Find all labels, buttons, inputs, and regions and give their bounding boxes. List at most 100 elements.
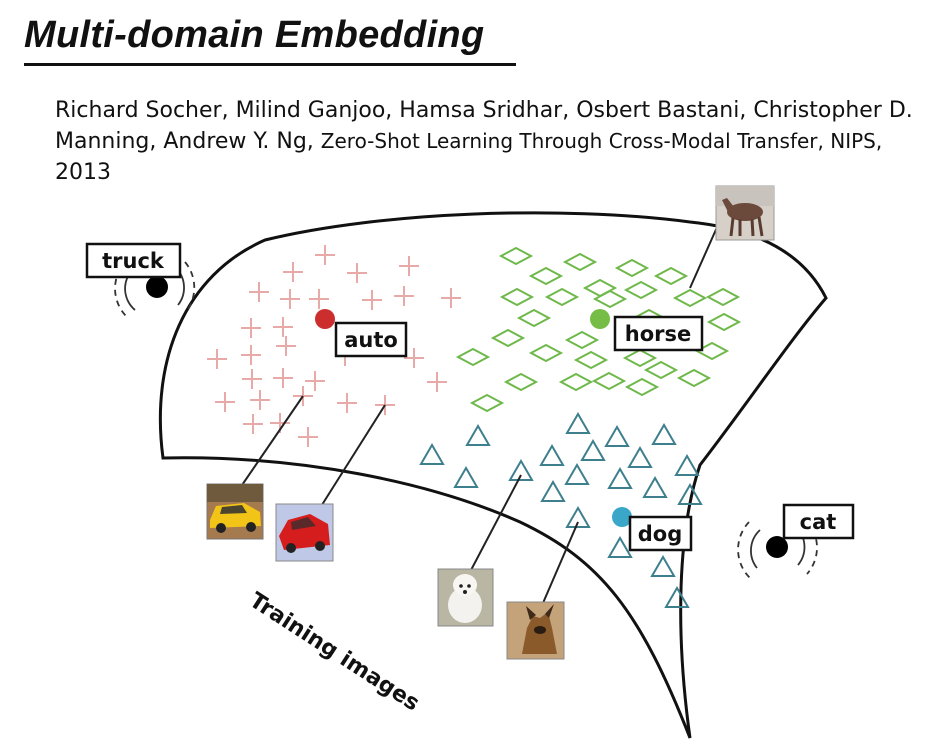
- auto-class-points: [207, 245, 461, 447]
- dog-class-dot: [612, 507, 632, 527]
- auto-plus-marker: [347, 263, 367, 283]
- horse-training-image: [715, 185, 775, 241]
- horse-diamond-marker: [614, 258, 650, 278]
- horse-diamond-marker: [490, 328, 526, 348]
- dog-triangle-marker: [565, 412, 591, 434]
- auto-plus-marker: [305, 371, 325, 391]
- citation-paper: Zero-Shot Learning Through Cross-Modal T…: [320, 129, 883, 153]
- auto-class-dot: [315, 309, 335, 329]
- citation-year: 2013: [55, 160, 111, 185]
- horse-diamond-marker: [705, 287, 741, 307]
- label-box: [628, 515, 693, 552]
- dog-triangle-marker: [539, 444, 565, 466]
- brown-dog-training-image: [506, 601, 565, 660]
- cat-dot: [766, 536, 788, 558]
- label-text: dog: [638, 522, 683, 546]
- label-box: [334, 321, 408, 358]
- label-box: [782, 503, 855, 540]
- dog-triangle-marker: [419, 443, 445, 465]
- dog-triangle-marker: [607, 467, 633, 489]
- auto-plus-marker: [394, 286, 414, 306]
- dog-triangle-marker: [465, 424, 491, 446]
- dog-triangle-marker: [664, 586, 690, 608]
- horse-diamond-marker: [573, 350, 609, 370]
- horse-diamond-marker: [672, 288, 708, 308]
- auto-plus-marker: [241, 345, 261, 365]
- dog-triangle-marker: [627, 446, 653, 468]
- dog-triangle-marker: [607, 536, 633, 558]
- horse-diamond-marker: [591, 371, 627, 391]
- label-auto: auto: [334, 321, 408, 358]
- horse-diamond-marker: [624, 377, 660, 397]
- yellow-car-training-image: [206, 483, 264, 540]
- auto-plus-marker: [427, 372, 447, 392]
- horse-diamond-marker: [706, 312, 742, 332]
- auto-plus-marker: [362, 290, 382, 310]
- horse-diamond-marker: [562, 252, 598, 272]
- auto-plus-marker: [309, 289, 329, 309]
- horse-diamond-marker: [558, 372, 594, 392]
- horse-diamond-marker: [544, 287, 580, 307]
- label-text: cat: [800, 510, 837, 534]
- citation: Richard Socher, Milind Ganjoo, Hamsa Sri…: [55, 95, 920, 188]
- dog-triangle-marker: [453, 466, 479, 488]
- auto-plus-marker: [250, 390, 270, 410]
- connector-line: [239, 395, 304, 489]
- horse-diamond-marker: [503, 372, 539, 392]
- auto-plus-marker: [298, 427, 318, 447]
- auto-plus-marker: [242, 369, 262, 389]
- red-car-training-image: [275, 503, 334, 562]
- label-text: horse: [625, 322, 691, 346]
- dog-triangle-marker: [540, 480, 566, 502]
- auto-plus-marker: [280, 289, 300, 309]
- dog-triangle-marker: [604, 425, 630, 447]
- label-text: truck: [102, 249, 165, 273]
- horse-diamond-marker: [592, 289, 628, 309]
- label-text: auto: [344, 328, 398, 352]
- auto-plus-marker: [215, 392, 235, 412]
- horse-diamond-marker: [694, 341, 730, 361]
- auto-plus-marker: [241, 318, 261, 338]
- horse-diamond-marker: [498, 246, 534, 266]
- connector-line: [689, 224, 719, 289]
- auto-plus-marker: [441, 288, 461, 308]
- label-box: [85, 242, 182, 279]
- horse-diamond-marker: [643, 360, 679, 380]
- citation-authors: Richard Socher, Milind Ganjoo, Hamsa Sri…: [55, 98, 913, 154]
- connector-line: [319, 404, 386, 509]
- title-underline: [24, 63, 516, 66]
- connector-line: [542, 521, 579, 604]
- slide-title: Multi-domain Embedding: [24, 14, 485, 56]
- auto-plus-marker: [243, 414, 263, 434]
- horse-diamond-marker: [582, 278, 618, 298]
- label-dog: dog: [628, 515, 693, 552]
- horse-diamond-marker: [528, 343, 564, 363]
- auto-plus-marker: [283, 262, 303, 282]
- auto-plus-marker: [207, 349, 227, 369]
- dog-triangle-marker: [508, 459, 534, 481]
- dog-triangle-marker: [674, 454, 700, 476]
- dog-triangle-marker: [565, 506, 591, 528]
- horse-diamond-marker: [564, 330, 600, 350]
- training-images-caption: Training images: [245, 588, 424, 716]
- horse-diamond-marker: [516, 308, 552, 328]
- label-cat: cat: [782, 503, 855, 540]
- horse-diamond-marker: [469, 393, 505, 413]
- dog-class-points: [419, 412, 703, 608]
- label-box: [613, 315, 704, 352]
- dog-triangle-marker: [651, 423, 677, 445]
- connector-lines: [239, 224, 719, 604]
- horse-diamond-marker: [622, 348, 658, 368]
- auto-plus-marker: [337, 393, 357, 413]
- label-horse: horse: [613, 315, 704, 352]
- horse-diamond-marker: [528, 266, 564, 286]
- auto-plus-marker: [276, 336, 296, 356]
- auto-plus-marker: [273, 317, 293, 337]
- label-truck: truck: [85, 242, 182, 279]
- auto-plus-marker: [399, 256, 419, 276]
- horse-diamond-marker: [623, 280, 659, 300]
- horse-diamond-marker: [653, 266, 689, 286]
- auto-plus-marker: [249, 282, 269, 302]
- horse-diamond-marker: [499, 287, 535, 307]
- white-dog-training-image: [437, 568, 494, 627]
